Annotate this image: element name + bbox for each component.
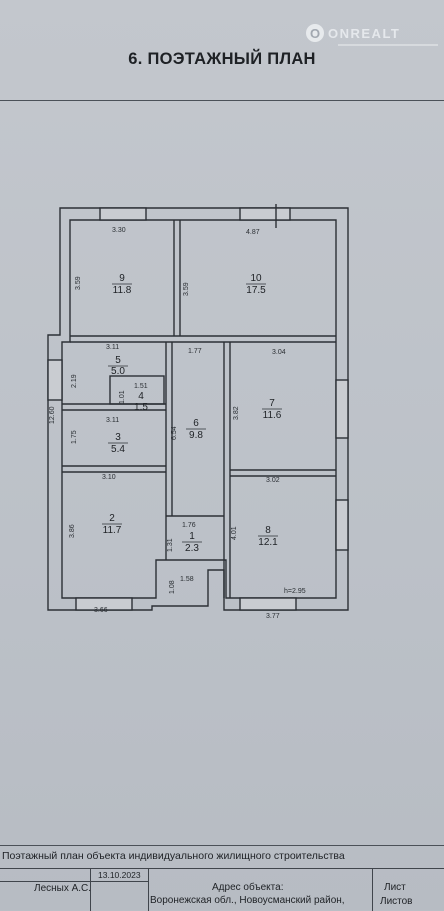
room-2-area: 11.7 bbox=[103, 525, 122, 536]
title-block-divider-1 bbox=[90, 869, 91, 911]
logo-icon: O bbox=[306, 24, 324, 42]
room-7-number: 7 bbox=[269, 398, 275, 409]
room-4-box bbox=[109, 375, 165, 405]
floor-plan-drawing: 9 11.8 10 17.5 5 5.0 4 1.5 3 5.4 6 9.8 7… bbox=[47, 204, 349, 620]
dim-porch-height: 1.08 bbox=[169, 580, 176, 594]
room-3-area: 5.4 bbox=[111, 444, 125, 455]
dim-5-width: 3.11 bbox=[106, 344, 119, 351]
dim-4-width: 1.51 bbox=[134, 383, 148, 390]
window-bottom-2 bbox=[75, 597, 133, 611]
window-right-8 bbox=[335, 499, 349, 551]
title-block-row-line bbox=[0, 881, 148, 882]
room-4-number: 4 bbox=[138, 391, 144, 402]
room-6-number: 6 bbox=[193, 418, 199, 429]
walls bbox=[47, 204, 349, 611]
dimension-labels: 3.30 4.87 3.59 3.59 3.11 1.77 3.04 2.19 … bbox=[49, 227, 306, 620]
address-value: Воронежская обл., Новоусманский район, bbox=[150, 895, 345, 906]
frame-top-line bbox=[0, 100, 444, 101]
title-block-divider-3 bbox=[372, 869, 373, 911]
dim-porch-width: 1.58 bbox=[180, 576, 194, 583]
room-9-area: 11.8 bbox=[113, 285, 132, 296]
room-7-area: 11.6 bbox=[263, 410, 282, 421]
frame-bottom-line bbox=[0, 845, 444, 846]
dim-5-height: 2.19 bbox=[71, 374, 78, 388]
room-6-area: 9.8 bbox=[189, 430, 203, 441]
dim-8-bottom: 3.77 bbox=[266, 613, 280, 620]
dim-7-width: 3.04 bbox=[272, 349, 286, 356]
room-labels: 9 11.8 10 17.5 5 5.0 4 1.5 3 5.4 6 9.8 7… bbox=[102, 273, 282, 554]
page-title: 6. ПОЭТАЖНЫЙ ПЛАН bbox=[128, 50, 316, 68]
room-8-number: 8 bbox=[265, 525, 271, 536]
room-9-number: 9 bbox=[119, 273, 125, 284]
dim-2-width: 3.10 bbox=[102, 474, 116, 481]
dim-8-height: 4.01 bbox=[231, 526, 238, 540]
room-4-area: 1.5 bbox=[134, 402, 148, 413]
address-label: Адрес объекта: bbox=[212, 882, 284, 893]
sign-date: 13.10.2023 bbox=[98, 870, 141, 880]
sheets-label: Листов bbox=[380, 896, 413, 907]
window-left-5 bbox=[47, 359, 63, 401]
dim-9-width: 3.30 bbox=[112, 227, 126, 234]
dim-3-height: 1.75 bbox=[71, 430, 78, 444]
dim-3-width: 3.11 bbox=[106, 417, 119, 424]
dim-8-width: 3.02 bbox=[266, 477, 280, 484]
dim-1-width: 1.76 bbox=[182, 522, 196, 529]
logo-underline bbox=[338, 44, 438, 46]
logo-text: ONREALT bbox=[328, 25, 401, 41]
dim-6-height: 6.54 bbox=[171, 426, 178, 440]
dim-6-width: 1.77 bbox=[188, 348, 202, 355]
ceiling-height: h=2.95 bbox=[284, 588, 306, 595]
room-1-area: 2.3 bbox=[185, 543, 199, 554]
dim-10-height: 3.59 bbox=[183, 282, 190, 296]
author-name: Лесных А.С. bbox=[34, 883, 92, 894]
outer-wall-outline bbox=[47, 207, 349, 611]
room-8-area: 12.1 bbox=[258, 537, 278, 548]
window-top-10 bbox=[239, 207, 291, 221]
room-5-area: 5.0 bbox=[111, 366, 125, 377]
dim-9-height: 3.59 bbox=[75, 276, 82, 290]
footer-caption: Поэтажный план объекта индивидуального ж… bbox=[2, 850, 345, 862]
room-10-number: 10 bbox=[250, 273, 262, 284]
window-top-9 bbox=[99, 207, 147, 221]
title-block-divider-2 bbox=[148, 869, 149, 911]
room-2-number: 2 bbox=[109, 513, 115, 524]
window-bottom-8 bbox=[239, 597, 297, 611]
dim-2-bottom: 3.66 bbox=[94, 607, 108, 614]
title-block: Лесных А.С. 13.10.2023 Адрес объекта: Во… bbox=[0, 868, 444, 911]
room-5-number: 5 bbox=[115, 355, 121, 366]
dim-7-height: 3.82 bbox=[233, 406, 240, 420]
inner-wall-outline bbox=[61, 219, 337, 599]
dim-4-height: 1.01 bbox=[119, 390, 126, 404]
room-3-number: 3 bbox=[115, 432, 121, 443]
dim-1-height: 1.31 bbox=[167, 538, 174, 552]
sheet-label: Лист bbox=[384, 882, 406, 893]
watermark-logo: O ONREALT bbox=[306, 24, 400, 42]
room-1-number: 1 bbox=[189, 531, 195, 542]
window-right-7 bbox=[335, 379, 349, 439]
dim-10-width: 4.87 bbox=[246, 229, 260, 236]
room-10-area: 17.5 bbox=[246, 285, 266, 296]
dim-2-height: 3.86 bbox=[69, 524, 76, 538]
dim-total-height: 12.60 bbox=[49, 406, 56, 424]
